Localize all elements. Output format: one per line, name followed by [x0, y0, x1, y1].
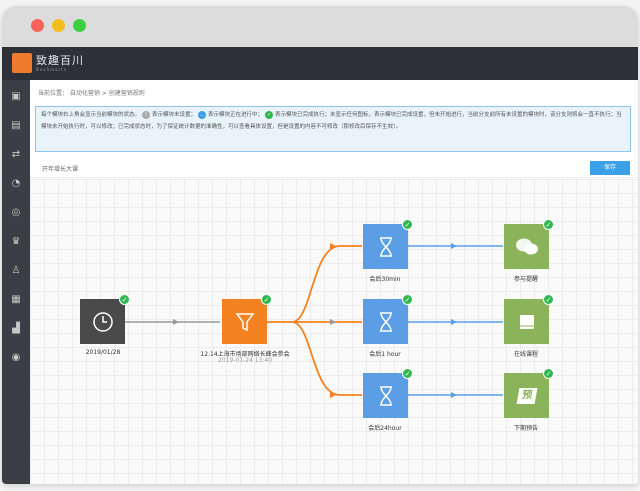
- app-window: 致趣百川 BeeSmarts ▣ ▤ ⇄ ◔ ◎ ♛ ♙ ▦ ▟ ◉ 当前位置：…: [2, 6, 638, 484]
- wechat-icon: [515, 238, 538, 254]
- top-nav: 致趣百川 BeeSmarts: [2, 47, 638, 80]
- flow-canvas: ✓ 2019/01/28 ✓ 12.14上海市场部网络长峰会参会 2019-01…: [30, 179, 638, 484]
- action-node-3[interactable]: 预 ✓: [504, 368, 554, 418]
- flow-icon[interactable]: ⇄: [11, 149, 21, 160]
- notice-text-4: 表示模块已完成执行；未显示任何图标，表示模块已完成设置，但未开始进行，当前分支前…: [41, 112, 622, 130]
- wait-node-3[interactable]: ✓: [363, 368, 413, 418]
- connector-filter-wait-1: [267, 245, 362, 323]
- notice-text-3: 表示模块正在进行中；: [208, 112, 264, 118]
- status-notice: 每个模块右上角会显示当前模块的状态。!表示模块未设置；…表示模块正在进行中；✓表…: [35, 106, 631, 152]
- pie-chart-icon[interactable]: ◔: [11, 178, 21, 189]
- breadcrumb: 当前位置： 自动化营销 > 创建营销规则: [38, 90, 145, 97]
- wait-node-2[interactable]: ✓: [363, 294, 413, 344]
- database-icon[interactable]: ▦: [11, 294, 21, 305]
- unset-status-icon: !: [142, 110, 151, 119]
- crown-icon[interactable]: ♛: [11, 236, 21, 247]
- pin-icon[interactable]: ◉: [11, 352, 21, 363]
- hourglass-icon: [379, 385, 392, 406]
- monitor-icon[interactable]: ▣: [11, 91, 21, 102]
- brand-sub: BeeSmarts: [36, 67, 67, 72]
- wait-node-1-label: 会后30min: [369, 276, 401, 283]
- start-node[interactable]: ✓: [80, 294, 130, 344]
- wait-node-2-label: 会后1 hour: [369, 351, 401, 358]
- notice-text-2: 表示模块未设置；: [152, 112, 197, 118]
- preview-icon: 预: [516, 387, 537, 404]
- done-check-icon: ✓: [402, 219, 413, 230]
- action-node-1[interactable]: ✓: [504, 219, 554, 269]
- arrow-icon: [451, 319, 457, 325]
- arrow-icon: [173, 319, 179, 325]
- done-status-icon: ✓: [265, 110, 274, 119]
- done-check-icon: ✓: [543, 294, 554, 305]
- brand-name: 致趣百川: [36, 54, 84, 67]
- sidebar: ▣ ▤ ⇄ ◔ ◎ ♛ ♙ ▦ ▟ ◉: [2, 80, 30, 484]
- minimize-button[interactable]: [52, 19, 65, 32]
- done-check-icon: ✓: [543, 368, 554, 379]
- filter-node[interactable]: ✓: [222, 294, 272, 344]
- arrow-icon: [451, 392, 457, 398]
- action-node-3-label: 下期预告: [513, 425, 538, 432]
- arrow-icon: [330, 243, 336, 249]
- arrow-icon: [451, 243, 457, 249]
- done-check-icon: ✓: [261, 294, 272, 305]
- flow-connectors: [125, 243, 503, 398]
- book-icon: [519, 314, 534, 329]
- funnel-icon: [235, 312, 254, 331]
- arrow-icon: [330, 392, 336, 398]
- filter-node-label: 12.14上海市场部网络长峰会参会: [200, 351, 290, 358]
- clock-icon: [92, 311, 113, 332]
- start-node-label: 2019/01/28: [85, 349, 121, 356]
- done-check-icon: ✓: [543, 219, 554, 230]
- connector-filter-wait-3: [291, 321, 362, 396]
- rule-name[interactable]: 开年增长大课: [42, 166, 79, 173]
- list-icon[interactable]: ▤: [11, 120, 21, 131]
- close-button[interactable]: [31, 19, 44, 32]
- action-node-2-label: 在线课程: [513, 351, 538, 358]
- maximize-button[interactable]: [73, 19, 86, 32]
- main-content: 当前位置： 自动化营销 > 创建营销规则 每个模块右上角会显示当前模块的状态。!…: [30, 80, 638, 484]
- hourglass-icon: [379, 236, 392, 257]
- wait-node-3-label: 会后24hour: [368, 425, 402, 432]
- logo-icon: [12, 53, 32, 73]
- hourglass-icon: [379, 311, 392, 332]
- save-button[interactable]: 保存: [590, 161, 630, 175]
- action-node-1-label: 参与提醒: [513, 276, 538, 283]
- running-status-icon: …: [198, 110, 207, 119]
- action-node-2[interactable]: ✓: [504, 294, 554, 344]
- user-icon[interactable]: ♙: [11, 265, 21, 276]
- done-check-icon: ✓: [402, 368, 413, 379]
- done-check-icon: ✓: [402, 294, 413, 305]
- arrow-icon: [330, 319, 336, 325]
- target-icon[interactable]: ◎: [11, 207, 21, 218]
- wait-node-1[interactable]: ✓: [363, 219, 413, 269]
- bar-chart-icon[interactable]: ▟: [12, 323, 20, 334]
- notice-text-1: 每个模块右上角会显示当前模块的状态。: [41, 112, 141, 118]
- filter-node-time: 2019-01-24 13:40: [217, 357, 273, 364]
- title-bar: [2, 6, 638, 47]
- done-check-icon: ✓: [119, 294, 130, 305]
- rule-name-row: 开年增长大课 保存: [30, 158, 638, 178]
